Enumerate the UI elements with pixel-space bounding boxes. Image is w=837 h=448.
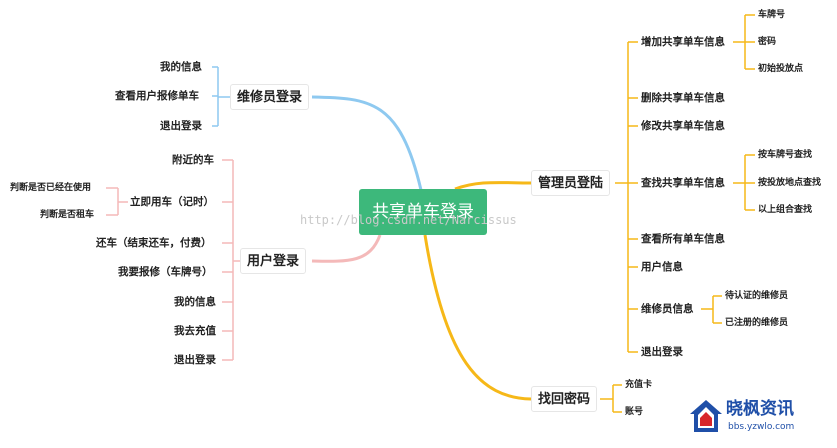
branch-admin-login[interactable]: 管理员登陆 [531, 170, 611, 196]
logo-url: bbs.yzwlo.com [728, 422, 795, 432]
admin-item-edit-bike[interactable]: 修改共享单车信息 [641, 120, 725, 132]
repair-item-logout[interactable]: 退出登录 [160, 120, 202, 132]
user-item-nearby-bikes[interactable]: 附近的车 [172, 154, 214, 166]
user-bracket [106, 159, 240, 361]
add-item-initial-location[interactable]: 初始投放点 [758, 64, 804, 74]
branch-repair-login[interactable]: 维修员登录 [230, 84, 310, 110]
user-item-recharge[interactable]: 我去充值 [174, 325, 216, 337]
branch-user-login[interactable]: 用户登录 [240, 248, 307, 274]
recover-item-account[interactable]: 账号 [625, 407, 644, 417]
rent-check-rented[interactable]: 判断是否租车 [40, 210, 95, 220]
logo-name: 晓枫资讯 [726, 399, 794, 419]
rent-check-in-use[interactable]: 判断是否已经在使用 [10, 183, 92, 193]
curve-recover [423, 234, 532, 401]
admin-item-logout[interactable]: 退出登录 [641, 346, 683, 358]
watermark-text: http://blog.csdn.net/Narcissus [300, 213, 517, 227]
admin-item-find-bike[interactable]: 查找共享单车信息 [641, 177, 725, 189]
user-item-rent-now[interactable]: 立即用车（记时） [130, 196, 214, 208]
house-logo-icon [690, 400, 722, 432]
find-by-location[interactable]: 按投放地点查找 [758, 178, 822, 188]
admin-item-delete-bike[interactable]: 删除共享单车信息 [641, 92, 725, 104]
branch-recover-password[interactable]: 找回密码 [531, 386, 598, 412]
recover-item-recharge-card[interactable]: 充值卡 [625, 380, 653, 390]
center-node[interactable]: 共享单车登录 [359, 189, 487, 235]
find-by-plate[interactable]: 按车牌号查找 [758, 150, 813, 160]
find-combined[interactable]: 以上组合查找 [758, 205, 813, 215]
admin-item-add-bike[interactable]: 增加共享单车信息 [641, 36, 725, 48]
repair-item-my-info[interactable]: 我的信息 [160, 61, 202, 73]
curve-repair [311, 95, 423, 191]
user-item-logout[interactable]: 退出登录 [174, 354, 216, 366]
site-logo: 晓枫资讯 bbs.yzwlo.com [688, 398, 828, 438]
admin-item-view-all-bikes[interactable]: 查看所有单车信息 [641, 233, 725, 245]
repair-staff-registered[interactable]: 已注册的维修员 [725, 318, 789, 328]
admin-item-repair-staff-info[interactable]: 维修员信息 [641, 303, 694, 315]
add-item-plate-number[interactable]: 车牌号 [758, 10, 786, 20]
curve-user [311, 234, 382, 263]
admin-item-user-info[interactable]: 用户信息 [641, 261, 683, 273]
recover-bracket [600, 384, 622, 413]
repair-item-view-reports[interactable]: 查看用户报修单车 [115, 90, 199, 102]
add-item-password[interactable]: 密码 [758, 37, 777, 47]
admin-bracket [615, 14, 755, 353]
user-item-return-bike[interactable]: 还车（结束还车，付费） [96, 237, 212, 249]
repair-bracket [212, 66, 230, 127]
user-item-report-repair[interactable]: 我要报修（车牌号） [118, 266, 213, 278]
user-item-my-info[interactable]: 我的信息 [174, 296, 216, 308]
repair-staff-pending[interactable]: 待认证的维修员 [725, 291, 789, 301]
curve-admin [454, 181, 532, 191]
